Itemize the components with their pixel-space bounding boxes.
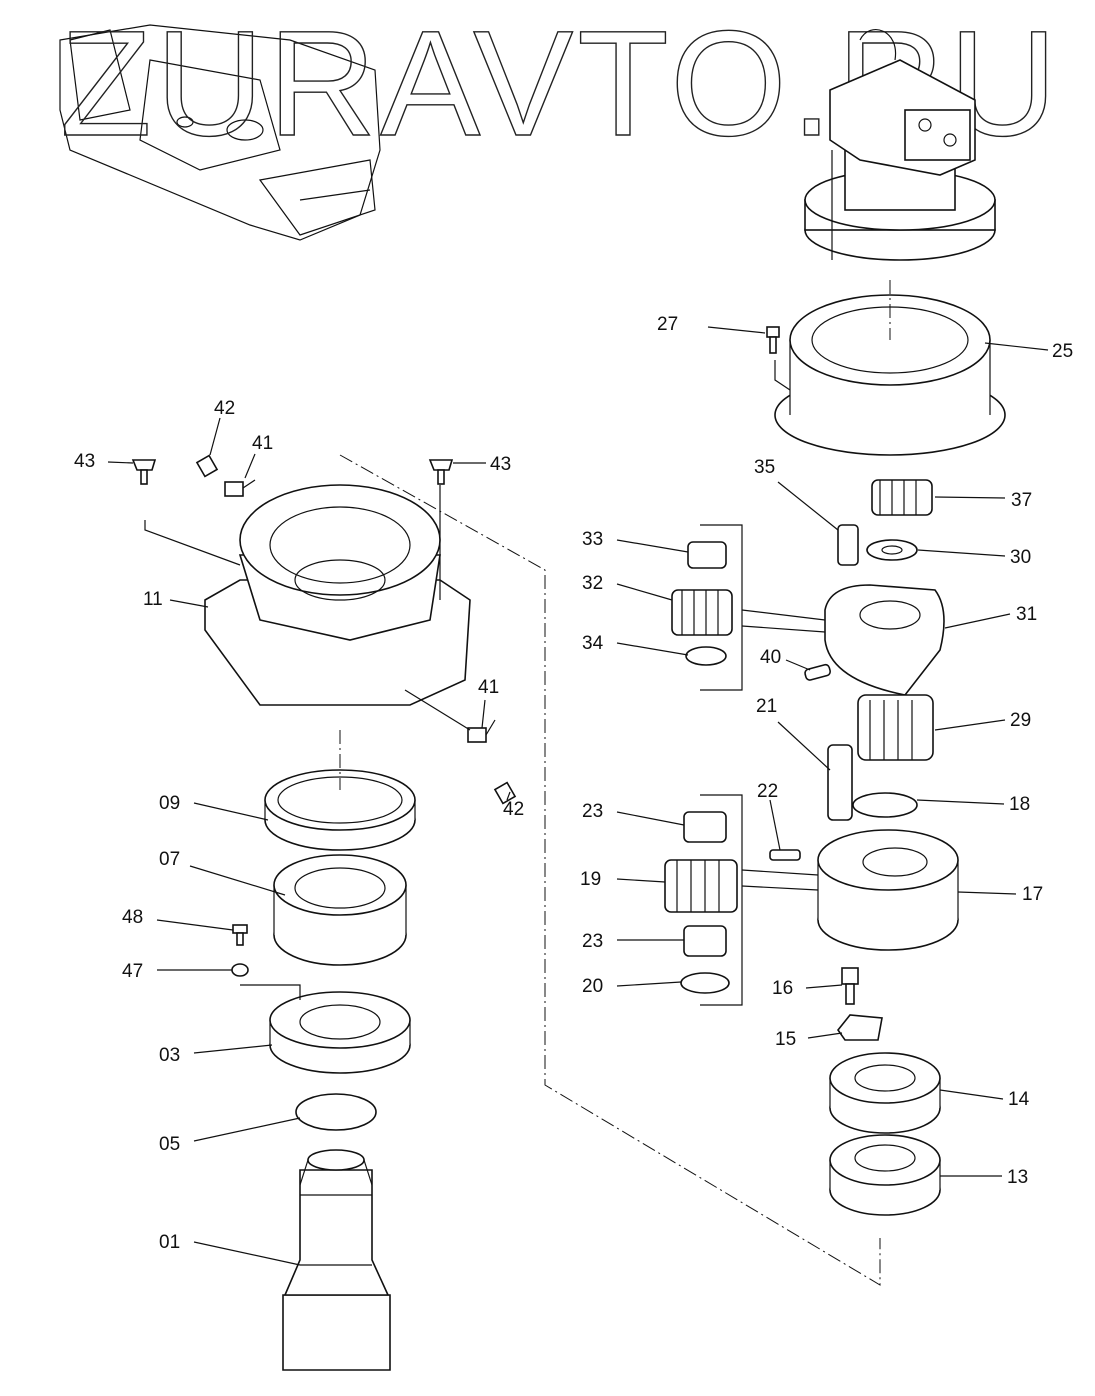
part-23-bearing: [683, 925, 727, 957]
part-07-bearing: [273, 854, 407, 966]
part-43-bolt: [428, 459, 454, 485]
part-27-bolt: [766, 326, 780, 354]
callout-41: 41: [478, 677, 499, 698]
callout-33: 33: [582, 529, 603, 550]
callout-01: 01: [159, 1232, 180, 1253]
callout-40: 40: [760, 647, 781, 668]
part-47-washer: [231, 963, 249, 977]
part-20-washer: [680, 972, 730, 994]
part-35-pin: [837, 524, 859, 566]
part-32-gear: [671, 589, 733, 636]
part-42-plug: [493, 781, 517, 805]
part-22-pin: [769, 849, 801, 861]
callout-labels: 27 25 43 42 41 43 35 37 33 30 32 11 31 3…: [74, 314, 1073, 1253]
callout-25: 25: [1052, 341, 1073, 362]
callout-20: 20: [582, 976, 603, 997]
leader-lines: [107, 326, 1049, 1266]
part-18-disc: [852, 792, 918, 818]
part-42-plug: [195, 454, 219, 478]
part-25-housing: [774, 294, 1006, 456]
part-21-pin: [827, 744, 853, 821]
part-23-bearing: [683, 811, 727, 843]
callout-27: 27: [657, 314, 678, 335]
part-29-gear: [857, 694, 934, 761]
callout-13: 13: [1007, 1167, 1028, 1188]
part-15-lock-plate: [837, 1014, 883, 1041]
part-33-bearing: [687, 541, 727, 569]
part-16-bolt: [841, 967, 859, 1005]
callout-34: 34: [582, 633, 604, 654]
callout-23: 23: [582, 801, 603, 822]
part-41-fitting: [224, 479, 256, 497]
callout-41: 41: [252, 433, 273, 454]
callout-48: 48: [122, 907, 143, 928]
part-48-screw: [232, 924, 248, 946]
callout-07: 07: [159, 849, 180, 870]
callout-35: 35: [754, 457, 775, 478]
part-30-washer: [866, 539, 918, 561]
callout-18: 18: [1009, 794, 1030, 815]
excavator-sketch: [59, 24, 381, 241]
callout-05: 05: [159, 1134, 180, 1155]
part-11-housing: [204, 484, 471, 706]
callout-30: 30: [1010, 547, 1031, 568]
part-31-carrier: [824, 584, 945, 696]
callout-15: 15: [775, 1029, 796, 1050]
part-43-bolt: [131, 459, 157, 485]
part-13-ring: [829, 1134, 941, 1216]
callout-21: 21: [756, 696, 777, 717]
part-05-plate: [295, 1093, 377, 1131]
part-17-carrier: [817, 829, 959, 951]
callout-31: 31: [1016, 604, 1037, 625]
swing-motor: [804, 29, 996, 261]
part-19-gear: [664, 859, 738, 913]
part-37-gear: [871, 479, 933, 516]
callout-19: 19: [580, 869, 601, 890]
callout-43: 43: [74, 451, 95, 472]
assembly-lines: [144, 280, 891, 1286]
part-01-shaft: [282, 1149, 391, 1371]
part-14-retainer: [829, 1052, 941, 1134]
part-34-washer: [685, 646, 727, 666]
callout-09: 09: [159, 793, 180, 814]
callout-22: 22: [757, 781, 778, 802]
callout-29: 29: [1010, 710, 1031, 731]
callout-23: 23: [582, 931, 603, 952]
callout-03: 03: [159, 1045, 180, 1066]
callout-42: 42: [503, 799, 524, 820]
callout-42: 42: [214, 398, 235, 419]
callout-43: 43: [490, 454, 511, 475]
callout-17: 17: [1022, 884, 1043, 905]
callout-11: 11: [143, 589, 163, 610]
callout-16: 16: [772, 978, 793, 999]
part-09-ring: [264, 769, 416, 851]
part-03-cover: [269, 991, 411, 1074]
part-40-pin: [804, 663, 832, 681]
callout-14: 14: [1008, 1089, 1030, 1110]
callout-37: 37: [1011, 490, 1032, 511]
callout-32: 32: [582, 573, 603, 594]
part-41-fitting: [467, 719, 496, 743]
callout-47: 47: [122, 961, 143, 982]
